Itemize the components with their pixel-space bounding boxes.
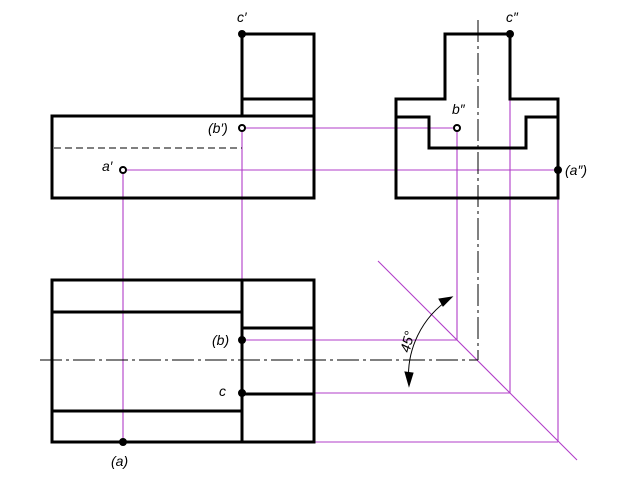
point-labels: c′ (b′) a′ c″ b″ (a″) (b) c (a) (102, 9, 587, 469)
label-c-top: c (219, 383, 226, 399)
label-a-side: (a″) (565, 162, 587, 178)
point-a-front (119, 166, 127, 174)
label-b-front: (b′) (208, 120, 228, 136)
top-view (50, 278, 316, 444)
front-view-base-block (50, 114, 316, 200)
point-c-side (506, 30, 514, 38)
front-view (50, 32, 316, 200)
label-c-front: c′ (237, 9, 248, 25)
angle-label: 45° (397, 329, 418, 354)
label-c-side: c″ (506, 9, 519, 25)
front-view-upright-block (240, 32, 316, 118)
angle-annotation: 45° (397, 296, 454, 388)
point-c-front (238, 30, 246, 38)
center-lines (40, 20, 479, 361)
point-b-top (238, 336, 246, 344)
label-a-top: (a) (111, 453, 128, 469)
label-b-side: b″ (452, 101, 466, 117)
points (119, 30, 562, 446)
point-c-top (238, 389, 246, 397)
angle-arrowhead-bottom (404, 371, 414, 388)
point-a-top (119, 438, 127, 446)
top-view-outline (50, 278, 316, 444)
point-a-side (554, 166, 562, 174)
side-view-groove (394, 115, 560, 150)
point-b-side (453, 124, 461, 132)
label-b-top: (b) (212, 332, 229, 348)
angle-arrowhead-top (438, 296, 454, 307)
side-view (394, 32, 560, 200)
point-b-front (238, 124, 246, 132)
side-view-outline (394, 32, 560, 200)
label-a-front: a′ (102, 158, 114, 174)
